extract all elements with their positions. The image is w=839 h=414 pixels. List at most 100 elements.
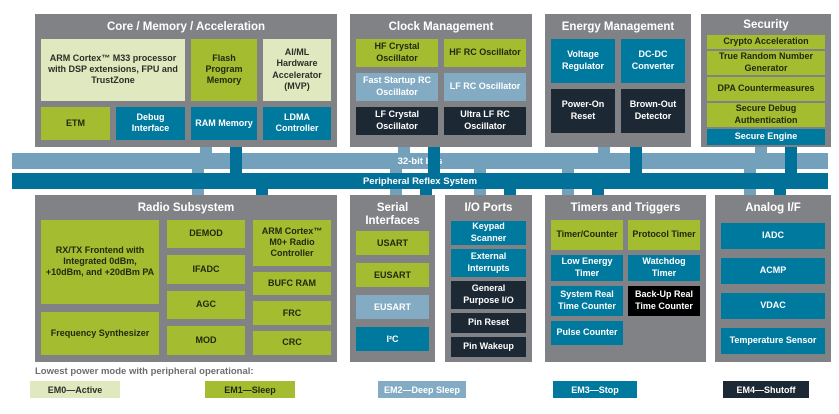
legend-em0-active: EM0—Active	[30, 381, 120, 398]
bus-peripheral-reflex-system: Peripheral Reflex System	[12, 173, 828, 189]
block-general-purpose-io: General Purpose I/O	[451, 280, 526, 309]
section-energy-management: Energy Management Voltage Regulator DC-D…	[545, 14, 691, 147]
block-mod: MOD	[167, 326, 245, 355]
bus-32bit: 32-bit bus	[12, 153, 828, 169]
block-arm-cortex-m33: ARM Cortex™ M33 processor with DSP exten…	[41, 38, 185, 101]
legend-title: Lowest power mode with peripheral operat…	[35, 366, 254, 377]
block-bufc-ram: BUFC RAM	[253, 271, 331, 296]
block-vdac: VDAC	[721, 292, 825, 319]
radio-col-2: DEMOD IFADC AGC MOD	[167, 219, 245, 355]
block-backup-real-time-counter: Back-Up Real Time Counter	[628, 285, 700, 316]
bus-connector	[420, 189, 432, 195]
bus-connector	[428, 147, 440, 173]
block-secure-debug-authentication: Secure Debug Authentication	[707, 102, 825, 127]
analog-stack: IADC ACMP VDAC Temperature Sensor	[721, 222, 825, 354]
block-ldma-controller: LDMA Controller	[263, 106, 331, 140]
section-core-title: Core / Memory / Acceleration	[106, 21, 266, 33]
section-energy-title: Energy Management	[561, 21, 675, 33]
block-frequency-synthesizer: Frequency Synthesizer	[41, 311, 159, 355]
bus-connector	[774, 189, 786, 195]
bus-connector	[592, 189, 604, 195]
section-serial-interfaces: Serial Interfaces USART EUSART EUSART I²…	[350, 195, 435, 362]
legend-em3-stop: EM3—Stop	[553, 381, 637, 398]
block-crypto-acceleration: Crypto Acceleration	[707, 34, 825, 49]
block-low-energy-timer: Low Energy Timer	[551, 254, 623, 281]
block-rxtx-frontend: RX/TX Frontend with Integrated 0dBm, +10…	[41, 219, 159, 304]
block-temperature-sensor: Temperature Sensor	[721, 327, 825, 354]
section-serial-title: Serial Interfaces	[365, 202, 420, 227]
block-pulse-counter: Pulse Counter	[551, 320, 623, 345]
block-iadc: IADC	[721, 222, 825, 249]
block-true-random-number-generator: True Random Number Generator	[707, 50, 825, 75]
block-i2c: I²C	[356, 327, 429, 352]
section-analog-if: Analog I/F IADC ACMP VDAC Temperature Se…	[715, 195, 831, 362]
block-acmp: ACMP	[721, 257, 825, 284]
radio-col-1: RX/TX Frontend with Integrated 0dBm, +10…	[41, 219, 159, 355]
block-hf-rc-oscillator: HF RC Oscillator	[444, 38, 526, 67]
section-core-memory-acceleration: Core / Memory / Acceleration ARM Cortex™…	[35, 14, 337, 147]
bus-32bit-label: 32-bit bus	[397, 155, 443, 167]
section-io-title: I/O Ports	[464, 202, 513, 214]
legend-em4-shutoff: EM4—Shutoff	[723, 381, 809, 398]
clock-grid: HF Crystal Oscillator HF RC Oscillator F…	[356, 38, 526, 135]
block-ultra-lf-rc-oscillator: Ultra LF RC Oscillator	[444, 106, 526, 135]
block-frc: FRC	[253, 301, 331, 325]
block-system-real-time-counter: System Real Time Counter	[551, 285, 623, 316]
block-demod: DEMOD	[167, 219, 245, 249]
block-external-interrupts: External Interrupts	[451, 248, 526, 277]
block-voltage-regulator: Voltage Regulator	[551, 38, 615, 83]
section-security: Security Crypto Acceleration True Random…	[701, 14, 831, 147]
block-etm: ETM	[41, 106, 110, 140]
block-fast-startup-rc-oscillator: Fast Startup RC Oscillator	[356, 72, 438, 101]
section-radio-subsystem: Radio Subsystem RX/TX Frontend with Inte…	[35, 195, 337, 362]
section-timers-title: Timers and Triggers	[570, 202, 681, 214]
timers-empty-cell	[628, 321, 700, 345]
block-protocol-timer: Protocol Timer	[628, 219, 700, 250]
bus-connector	[755, 147, 767, 153]
bus-connector	[398, 147, 410, 153]
block-aiml-hardware-accelerator: AI/ML Hardware Accelerator (MVP)	[263, 38, 331, 101]
core-row-2: ETM Debug Interface RAM Memory LDMA Cont…	[41, 106, 331, 140]
io-stack: Keypad Scanner External Interrupts Gener…	[451, 220, 526, 357]
block-hf-crystal-oscillator: HF Crystal Oscillator	[356, 38, 438, 67]
section-analog-title: Analog I/F	[745, 202, 801, 214]
legend-em2-deep-sleep: EM2—Deep Sleep	[378, 381, 466, 398]
section-timers-triggers: Timers and Triggers Timer/Counter Protoc…	[545, 195, 706, 362]
block-eusart-1: EUSART	[356, 263, 429, 288]
bus-connector	[504, 189, 516, 195]
block-secure-engine: Secure Engine	[707, 128, 825, 145]
energy-grid: Voltage Regulator DC-DC Converter Power-…	[551, 38, 685, 133]
block-dpa-countermeasures: DPA Countermeasures	[707, 76, 825, 101]
radio-col-3: ARM Cortex™ M0+ Radio Controller BUFC RA…	[253, 219, 331, 355]
timers-grid: Timer/Counter Protocol Timer Low Energy …	[551, 219, 700, 345]
block-debug-interface: Debug Interface	[116, 106, 185, 140]
block-flash-program-memory: Flash Program Memory	[191, 38, 257, 101]
block-brown-out-detector: Brown-Out Detector	[621, 88, 685, 133]
block-ram-memory: RAM Memory	[191, 106, 257, 140]
block-pin-reset: Pin Reset	[451, 312, 526, 333]
block-lf-rc-oscillator: LF RC Oscillator	[444, 72, 526, 101]
bus-connector	[200, 147, 212, 153]
block-timer-counter: Timer/Counter	[551, 219, 623, 250]
bus-prs-label: Peripheral Reflex System	[362, 175, 478, 187]
section-clock-title: Clock Management	[388, 21, 494, 33]
legend-em1-sleep: EM1—Sleep	[205, 381, 295, 398]
block-crc: CRC	[253, 330, 331, 355]
bus-connector	[256, 189, 268, 195]
block-usart: USART	[356, 231, 429, 256]
bus-connector	[230, 147, 242, 173]
block-keypad-scanner: Keypad Scanner	[451, 220, 526, 245]
block-power-on-reset: Power-On Reset	[551, 88, 615, 133]
bus-connector	[785, 147, 797, 173]
section-clock-management: Clock Management HF Crystal Oscillator H…	[350, 14, 532, 147]
radio-body: RX/TX Frontend with Integrated 0dBm, +10…	[41, 219, 331, 355]
section-radio-title: Radio Subsystem	[137, 202, 235, 214]
block-ifadc: IFADC	[167, 255, 245, 284]
serial-stack: USART EUSART EUSART I²C	[356, 231, 429, 352]
security-stack: Crypto Acceleration True Random Number G…	[707, 34, 825, 145]
block-agc: AGC	[167, 290, 245, 320]
bus-connector	[598, 147, 610, 153]
block-eusart-2: EUSART	[356, 295, 429, 320]
block-lf-crystal-oscillator: LF Crystal Oscillator	[356, 106, 438, 135]
